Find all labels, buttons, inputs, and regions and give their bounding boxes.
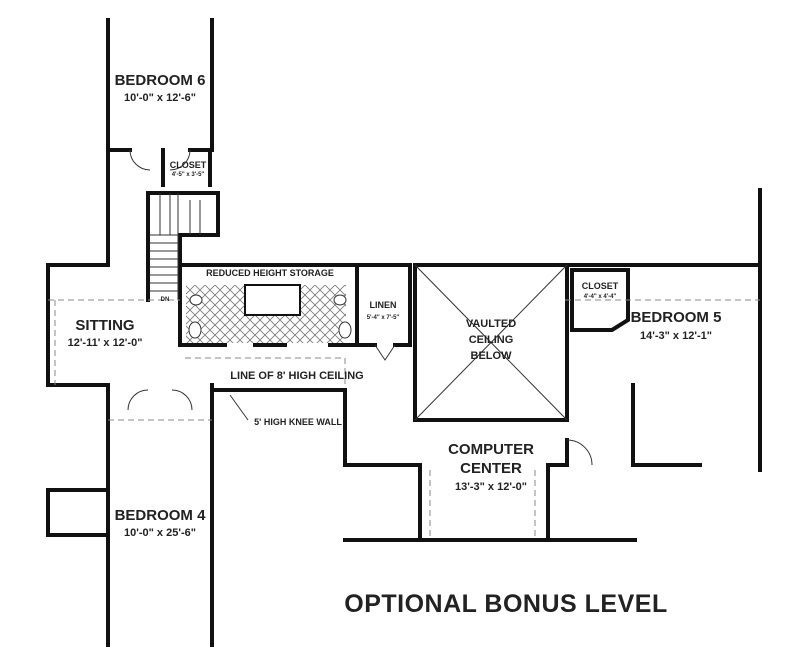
bathtub bbox=[244, 284, 301, 316]
bedroom5-name: BEDROOM 5 bbox=[630, 309, 722, 326]
bedroom4-size: 10'-0" x 25'-6" bbox=[124, 527, 196, 539]
bedroom5-size: 14'-3" x 12'-1" bbox=[640, 330, 712, 342]
plan-title: OPTIONAL BONUS LEVEL bbox=[344, 590, 668, 618]
storage-note: REDUCED HEIGHT STORAGE bbox=[206, 268, 334, 278]
ceiling-lines bbox=[48, 299, 760, 540]
computer-name: COMPUTER bbox=[448, 441, 534, 458]
vaulted-line1: VAULTED bbox=[465, 318, 517, 330]
closet6-name: CLOSET bbox=[169, 160, 207, 170]
linen-size: 5'-4" x 7'-5" bbox=[366, 315, 400, 321]
bedroom6-name: BEDROOM 6 bbox=[114, 72, 206, 89]
stair-treads bbox=[150, 193, 201, 300]
closet6-size: 4'-5" x 3'-5" bbox=[171, 172, 205, 178]
bedroom4-name: BEDROOM 4 bbox=[114, 507, 206, 524]
vaulted-diagonals bbox=[414, 264, 568, 421]
stair-direction: DN bbox=[160, 297, 170, 303]
closet5-size: 4'-4" x 4'-4" bbox=[583, 294, 617, 300]
walls bbox=[46, 18, 762, 647]
leader-lines bbox=[229, 394, 249, 421]
toilet-left bbox=[189, 294, 203, 306]
computer-size: 13'-3" x 12'-0" bbox=[455, 481, 527, 493]
vaulted-line3: BELOW bbox=[470, 350, 512, 362]
door-swings bbox=[127, 149, 593, 466]
ceiling-note: LINE OF 8' HIGH CEILING bbox=[230, 370, 364, 382]
sink-right bbox=[338, 321, 352, 339]
linen-name: LINEN bbox=[369, 300, 397, 310]
sitting-size: 12'-11' x 12'-0" bbox=[67, 337, 143, 349]
kneewall-note: 5' HIGH KNEE WALL bbox=[254, 417, 342, 427]
closet5-name: CLOSET bbox=[581, 281, 619, 291]
vaulted-line2: CEILING bbox=[468, 334, 514, 346]
sink-left bbox=[188, 321, 202, 339]
sitting-name: SITTING bbox=[75, 317, 135, 334]
bedroom6-size: 10'-0" x 12'-6" bbox=[124, 92, 196, 104]
toilet-right bbox=[333, 294, 347, 306]
computer-name2: CENTER bbox=[460, 460, 522, 477]
